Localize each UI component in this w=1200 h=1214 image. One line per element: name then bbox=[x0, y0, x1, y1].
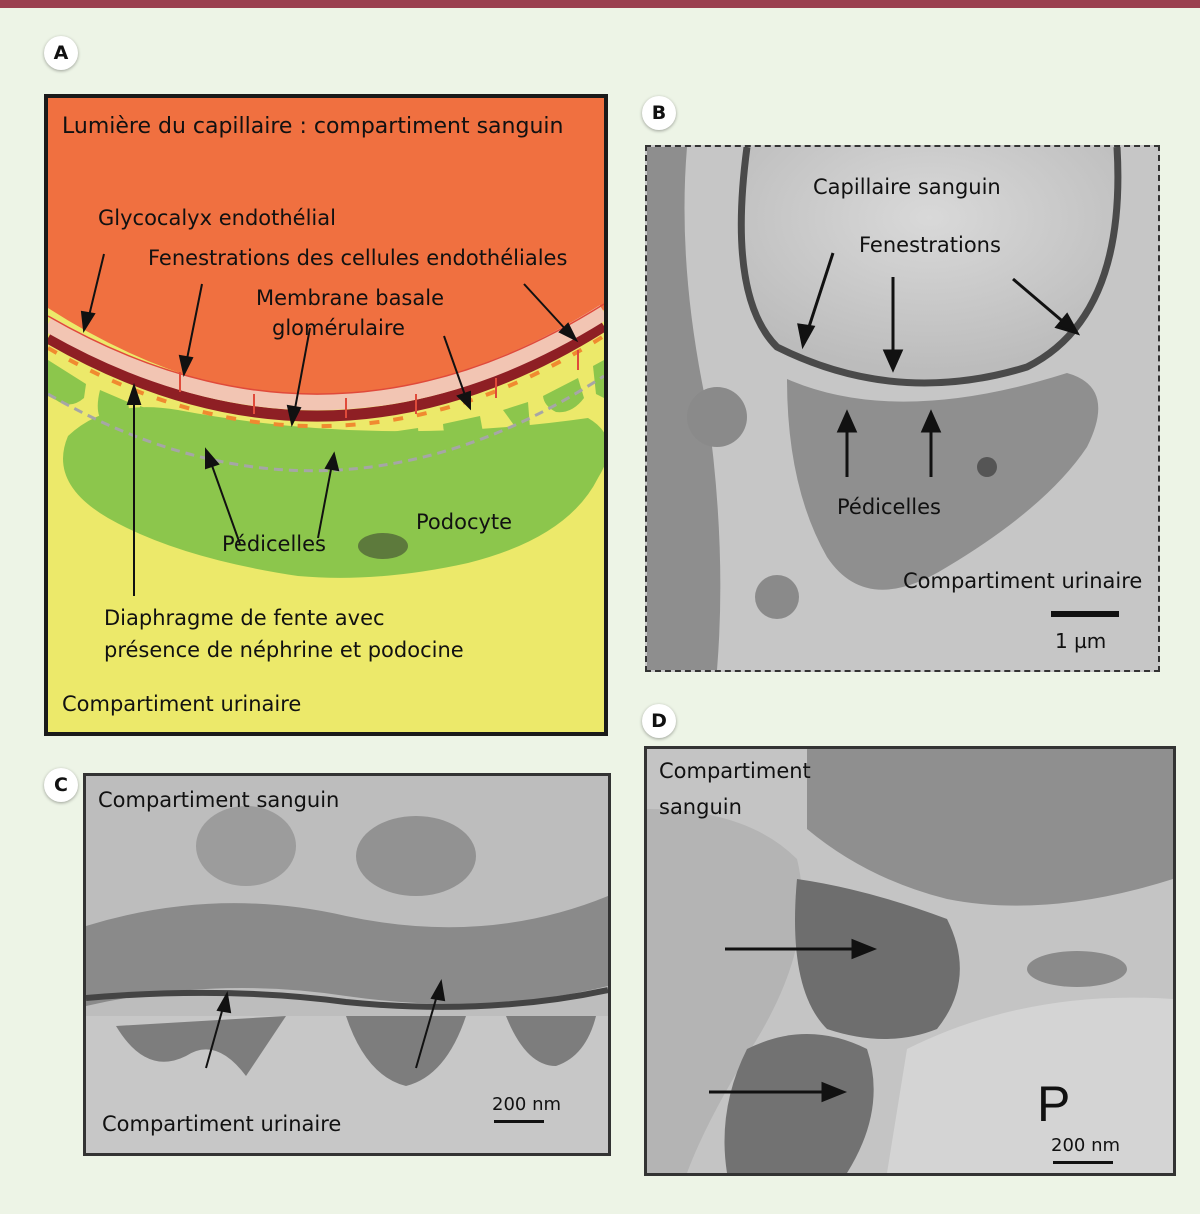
podocyte-nucleus bbox=[358, 533, 408, 559]
p-label: P bbox=[1037, 1076, 1071, 1132]
cell-blob-c bbox=[356, 816, 476, 896]
panel-c-badge: C bbox=[44, 768, 78, 802]
sanguin-label-c: Compartiment sanguin bbox=[98, 788, 340, 812]
urinaire-label: Compartiment urinaire bbox=[62, 692, 302, 716]
capillary-region-d bbox=[647, 809, 802, 1173]
scale-label-c: 200 nm bbox=[492, 1094, 562, 1115]
cell-blob bbox=[755, 575, 799, 619]
micrograph-d-arrows bbox=[709, 938, 878, 1103]
podocyte-region-d bbox=[887, 997, 1173, 1173]
membrane-label-line2: glomérulaire bbox=[272, 316, 405, 340]
pedicelles-label-b: Pédicelles bbox=[837, 495, 941, 519]
scale-bar-b bbox=[1051, 611, 1119, 617]
cell-blob-d bbox=[1027, 951, 1127, 987]
urinaire-label-b: Compartiment urinaire bbox=[903, 569, 1143, 593]
capillary-wall bbox=[737, 147, 1122, 387]
glycocalyx-label: Glycocalyx endothélial bbox=[98, 206, 336, 230]
diaphragme-label-line1: Diaphragme de fente avec bbox=[104, 606, 385, 630]
dense-mass-d bbox=[795, 879, 960, 1039]
micrograph-b-drawing bbox=[647, 147, 1158, 670]
upper-cell-d bbox=[807, 749, 1173, 906]
cell-layer-c bbox=[86, 896, 608, 1006]
left-cell-mass bbox=[647, 147, 721, 670]
blood-lumen-region bbox=[48, 98, 604, 399]
nucleus-b bbox=[977, 457, 997, 477]
pedicelles-label: Pédicelles bbox=[222, 532, 326, 556]
dense-mass-d bbox=[724, 1034, 874, 1173]
sanguin-label-d-line2: sanguin bbox=[659, 795, 742, 819]
scale-bar-c bbox=[494, 1120, 544, 1123]
cell-blob bbox=[687, 387, 747, 447]
filtration-barrier-illustration bbox=[48, 98, 604, 596]
micrograph-c-arrows bbox=[205, 979, 446, 1069]
pedicelle-c bbox=[506, 1016, 596, 1066]
pedicelles-group bbox=[48, 360, 604, 466]
capillary-lumen bbox=[741, 147, 1118, 383]
scale-label-b: 1 µm bbox=[1055, 629, 1107, 653]
endothelium-edge bbox=[48, 303, 604, 395]
panel-b-badge: B bbox=[642, 96, 676, 130]
podocyte-label: Podocyte bbox=[416, 510, 513, 534]
slit-diaphragm-line bbox=[48, 374, 604, 473]
pedicelle-c bbox=[116, 1016, 286, 1076]
endothelium-layer bbox=[48, 305, 604, 411]
podocyte-body-b bbox=[787, 373, 1099, 590]
micrograph-b-arrows bbox=[797, 252, 1081, 477]
lumen-label: Lumière du capillaire : compartiment san… bbox=[62, 114, 564, 139]
panel-d-badge: D bbox=[642, 704, 676, 738]
fenestration-gaps bbox=[179, 350, 579, 418]
annotation-arrows bbox=[80, 253, 579, 596]
panel-b-micrograph: Capillaire sanguin Fenestrations Pédicel… bbox=[645, 145, 1160, 672]
fenestrations-label: Fenestrations des cellules endothéliales bbox=[148, 246, 568, 270]
capillaire-label: Capillaire sanguin bbox=[813, 175, 1001, 199]
cell-blob-c bbox=[196, 806, 296, 886]
diaphragme-label-line2: présence de néphrine et podocine bbox=[104, 638, 464, 662]
panel-d-micrograph: Compartiment sanguin P 200 nm bbox=[644, 746, 1176, 1176]
pedicelle-c bbox=[346, 1016, 466, 1086]
membrane-label-line1: Membrane basale bbox=[256, 286, 444, 310]
panel-c-micrograph: Compartiment sanguin Compartiment urinai… bbox=[83, 773, 611, 1156]
top-accent-bar bbox=[0, 0, 1200, 8]
urinaire-label-c: Compartiment urinaire bbox=[102, 1112, 342, 1136]
scale-label-d: 200 nm bbox=[1051, 1135, 1121, 1156]
micrograph-c-drawing bbox=[86, 776, 608, 1153]
fenestrations-label-b: Fenestrations bbox=[859, 233, 1001, 257]
panel-a-badge: A bbox=[44, 36, 78, 70]
micrograph-d-drawing bbox=[647, 749, 1173, 1173]
basement-membrane-c bbox=[86, 987, 608, 1010]
sanguin-label-d-line1: Compartiment bbox=[659, 759, 811, 783]
panel-a-diagram: Lumière du capillaire : compartiment san… bbox=[44, 94, 608, 736]
glycocalyx-dots bbox=[48, 334, 604, 429]
scale-bar-d bbox=[1053, 1161, 1113, 1164]
basement-membrane bbox=[48, 321, 604, 422]
